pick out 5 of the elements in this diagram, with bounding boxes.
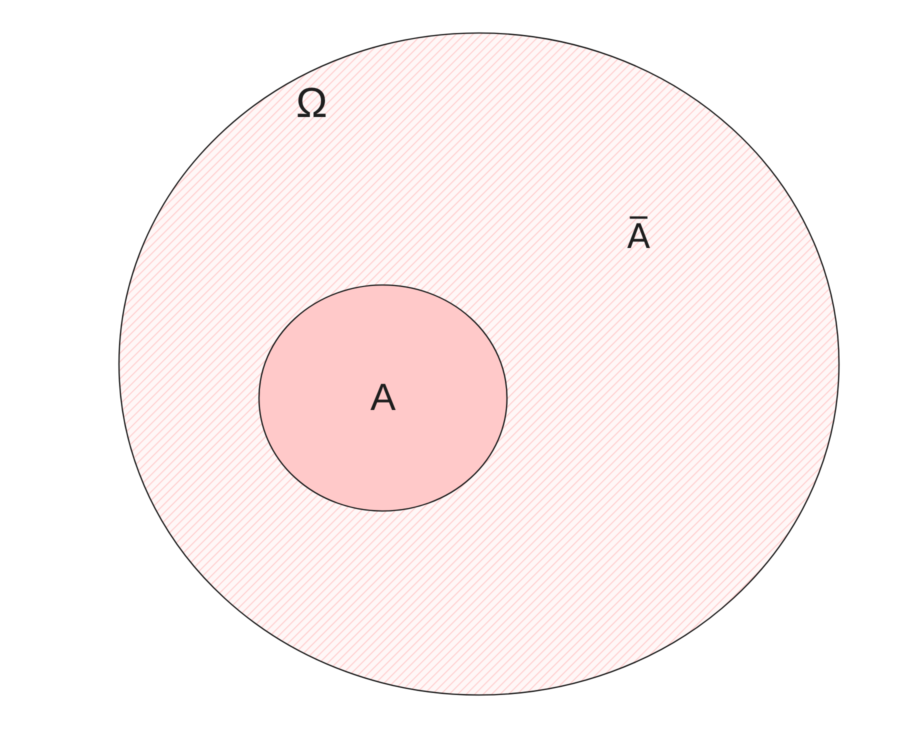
set-label: A bbox=[370, 379, 396, 417]
set-label: Ω bbox=[296, 82, 328, 124]
subset-ellipse bbox=[258, 284, 508, 512]
universe-set-ellipse bbox=[118, 32, 840, 696]
complement-label: A̅ bbox=[627, 215, 650, 259]
